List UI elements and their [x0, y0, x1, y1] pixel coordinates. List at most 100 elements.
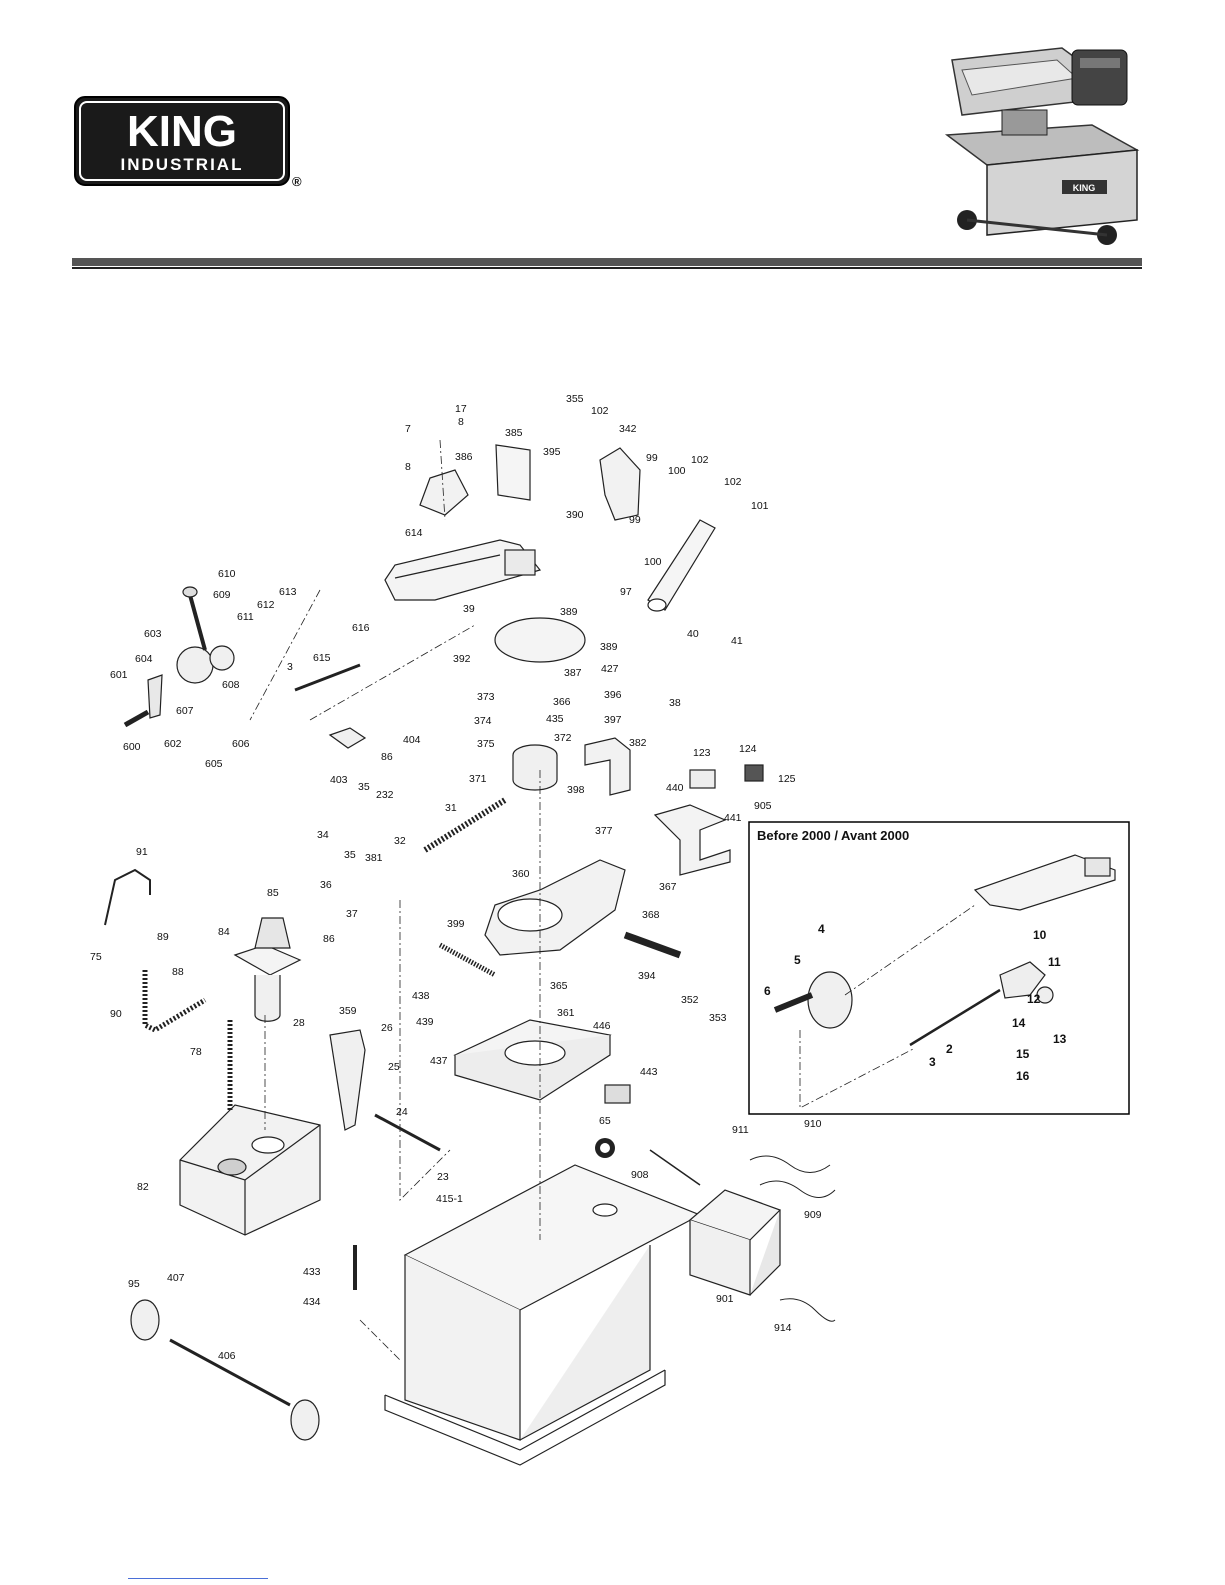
part-callout: 102 [724, 476, 742, 488]
part-callout: 615 [313, 652, 331, 664]
inset-title: Before 2000 / Avant 2000 [757, 828, 909, 843]
logo-wordmark: KING [127, 107, 237, 156]
part-callout: 607 [176, 705, 194, 717]
part-callout: 389 [600, 641, 618, 653]
part-callout: 606 [232, 738, 250, 750]
header-rule-thin [72, 267, 1142, 269]
part-callout: 17 [455, 403, 467, 415]
part-callout: 394 [638, 970, 656, 982]
part-callout: 23 [437, 1171, 449, 1183]
part-callout: 361 [557, 1007, 575, 1019]
header-rule [72, 258, 1142, 266]
part-callout: 84 [218, 926, 230, 938]
registered-mark: ® [292, 174, 302, 189]
part-callout: 443 [640, 1066, 658, 1078]
part-callout: 367 [659, 881, 677, 893]
part-callout: 35 [344, 849, 356, 861]
part-callout: 908 [631, 1169, 649, 1181]
part-callout: 101 [751, 500, 769, 512]
part-callout: 232 [376, 789, 394, 801]
inset-part-callout: 6 [764, 984, 771, 998]
part-callout: 611 [237, 611, 254, 623]
exploded-parts-diagram: 7178838638539535510234299100102102101991… [90, 393, 1130, 1466]
part-callout: 392 [453, 653, 471, 665]
part-callout: 441 [724, 812, 742, 824]
part-callout: 386 [455, 451, 473, 463]
part-callout: 38 [669, 697, 681, 709]
part-callout: 613 [279, 586, 297, 598]
part-callout: 374 [474, 715, 492, 727]
part-callout: 381 [365, 852, 383, 864]
part-callout: 91 [136, 846, 148, 858]
part-callout: 604 [135, 653, 153, 665]
part-callout: 41 [731, 635, 743, 647]
part-callout: 385 [505, 427, 523, 439]
part-callout: 26 [381, 1022, 393, 1034]
part-callout: 355 [566, 393, 584, 405]
part-callout: 65 [599, 1115, 611, 1127]
part-callout: 395 [543, 446, 561, 458]
footer-link-underline[interactable] [128, 1578, 268, 1579]
part-callout: 433 [303, 1266, 321, 1278]
part-callout: 24 [396, 1106, 408, 1118]
part-callout: 603 [144, 628, 162, 640]
inset-before-2000: Before 2000 / Avant 2000 456101112231413… [748, 821, 1130, 1115]
part-callout: 602 [164, 738, 182, 750]
part-callout: 99 [629, 514, 641, 526]
part-callout: 100 [668, 465, 686, 477]
inset-part-callout: 10 [1033, 928, 1047, 942]
part-callout: 435 [546, 713, 564, 725]
part-callout: 82 [137, 1181, 149, 1193]
part-callout: 371 [469, 773, 487, 785]
inset-part-callout: 3 [929, 1055, 936, 1069]
part-callout: 86 [381, 751, 393, 763]
part-callout: 612 [257, 599, 275, 611]
part-callout: 608 [222, 679, 240, 691]
part-callout: 601 [110, 669, 128, 681]
part-callout: 398 [567, 784, 585, 796]
part-callout: 88 [172, 966, 184, 978]
part-callout: 360 [512, 868, 530, 880]
part-callout: 3 [287, 661, 293, 673]
part-callout: 905 [754, 800, 772, 812]
inset-part-callout: 13 [1053, 1032, 1067, 1046]
part-callout: 97 [620, 586, 632, 598]
part-callout: 397 [604, 714, 622, 726]
part-callout: 434 [303, 1296, 321, 1308]
inset-part-callout: 2 [946, 1042, 953, 1056]
part-callout: 7 [405, 423, 411, 435]
part-callout: 342 [619, 423, 637, 435]
part-callout: 377 [595, 825, 613, 837]
part-callout: 25 [388, 1061, 400, 1073]
part-callout: 102 [691, 454, 709, 466]
part-callout: 8 [405, 461, 411, 473]
part-callout: 911 [732, 1124, 749, 1136]
part-callout: 909 [804, 1209, 822, 1221]
inset-part-callout: 16 [1016, 1069, 1030, 1083]
part-callout: 35 [358, 781, 370, 793]
part-callout: 600 [123, 741, 141, 753]
part-callout: 375 [477, 738, 495, 750]
inset-part-callout: 14 [1012, 1016, 1026, 1030]
part-callout: 616 [352, 622, 370, 634]
inset-part-callout: 4 [818, 922, 825, 936]
part-callout: 31 [445, 802, 457, 814]
inset-part-callout: 12 [1027, 992, 1041, 1006]
part-callout: 901 [716, 1293, 734, 1305]
part-callout: 365 [550, 980, 568, 992]
part-callout: 399 [447, 918, 465, 930]
part-callout: 439 [416, 1016, 434, 1028]
part-callout: 446 [593, 1020, 611, 1032]
inset-part-callout: 5 [794, 953, 801, 967]
part-callout: 390 [566, 509, 584, 521]
part-callout: 75 [90, 951, 102, 963]
part-callout: 85 [267, 887, 279, 899]
part-callout: 438 [412, 990, 430, 1002]
part-callout: 78 [190, 1046, 202, 1058]
part-callout: 8 [458, 416, 464, 428]
part-callout: 407 [167, 1272, 185, 1284]
part-callout: 28 [293, 1017, 305, 1029]
part-callout: 427 [601, 663, 619, 675]
part-callout: 614 [405, 527, 423, 539]
part-callout: 404 [403, 734, 421, 746]
